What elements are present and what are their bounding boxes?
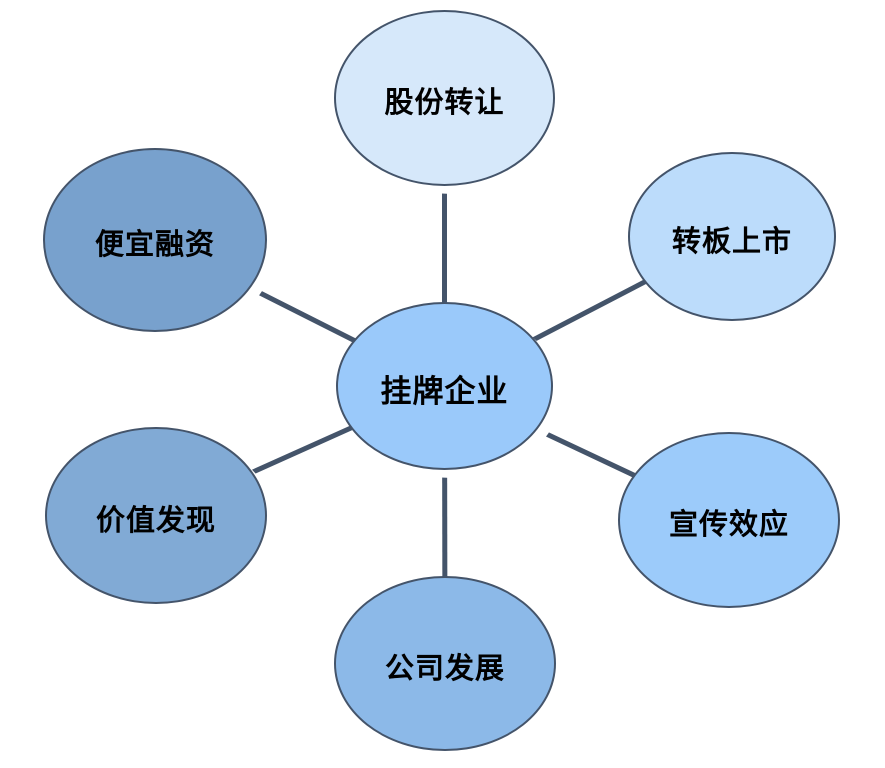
- node-share-transfer: 股份转让: [334, 10, 555, 186]
- node-board-listing: 转板上市: [628, 152, 836, 321]
- node-share-transfer-label: 股份转让: [384, 85, 505, 119]
- node-board-listing-label: 转板上市: [671, 223, 792, 258]
- node-cheap-financing-label: 便宜融资: [94, 227, 215, 261]
- node-publicity-effect-label: 宣传效应: [668, 507, 789, 541]
- node-company-development: 公司发展: [334, 576, 556, 751]
- node-cheap-financing: 便宜融资: [43, 148, 267, 332]
- node-center-listed-enterprise: 挂牌企业: [336, 302, 553, 470]
- node-value-discovery: 价值发现: [45, 427, 267, 604]
- node-value-discovery-label: 价值发现: [95, 502, 216, 537]
- node-company-development-label: 公司发展: [384, 650, 505, 685]
- node-center-label: 挂牌企业: [380, 373, 509, 410]
- node-publicity-effect: 宣传效应: [618, 432, 840, 608]
